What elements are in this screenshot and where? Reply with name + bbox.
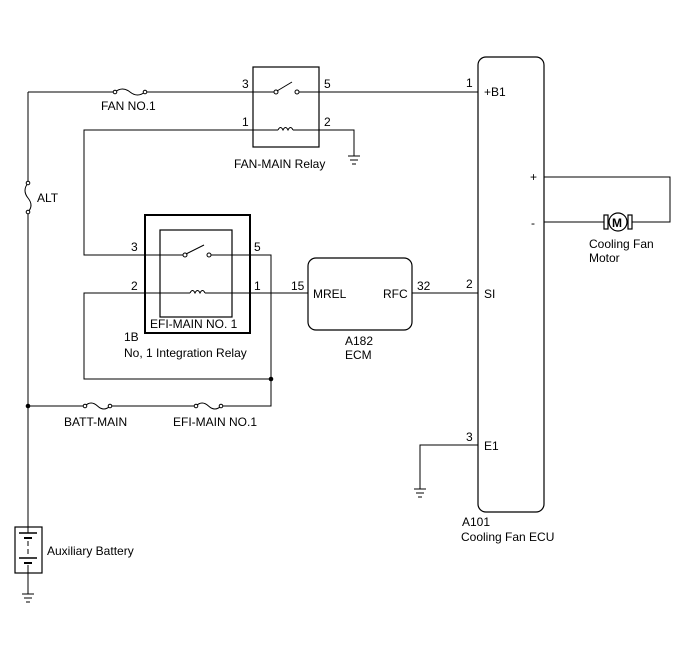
ecu-terminal-b1: +B1 (484, 85, 506, 99)
ecm-pin-rfc: 32 (417, 279, 431, 293)
ecm-connector: A182 (345, 334, 373, 348)
ecm-pin-mrel: 15 (291, 279, 305, 293)
ecu-pin-e1: 3 (466, 430, 473, 444)
integration-relay-pin-3: 3 (131, 240, 138, 254)
junction-dot (268, 376, 274, 382)
ecm-label: ECM (345, 348, 372, 362)
ground-icon (348, 155, 360, 165)
ecu-terminal-minus: - (531, 216, 535, 230)
ground-icon (414, 488, 426, 498)
fuse-batt-main-label: BATT-MAIN (64, 415, 127, 429)
fan-main-relay-pin-3: 3 (242, 77, 249, 91)
fuse-fan-no1: FAN NO.1 (101, 88, 156, 113)
ecm-terminal-mrel: MREL (313, 287, 347, 301)
fuse-batt-main: BATT-MAIN (64, 402, 127, 429)
ecu-connector: A101 (462, 515, 490, 529)
ecu-terminal-e1: E1 (484, 439, 499, 453)
auxiliary-battery: Auxiliary Battery (14, 526, 134, 574)
integration-relay-connector: 1B (124, 330, 139, 344)
fuse-fan-no1-label: FAN NO.1 (101, 99, 156, 113)
ecu-pin-b1: 1 (466, 76, 473, 90)
cooling-fan-ecu: +B1 SI E1 + - 1 2 3 A101 Cooling Fan ECU (461, 56, 554, 544)
fan-main-relay-label: FAN-MAIN Relay (234, 157, 325, 171)
cooling-fan-motor: M Cooling Fan Motor (589, 212, 654, 265)
motor-symbol: M (612, 216, 622, 230)
ground-icon (22, 593, 34, 603)
junction-dot (25, 403, 31, 409)
fan-main-relay-pin-2: 2 (324, 115, 331, 129)
fan-main-relay-pin-5: 5 (324, 77, 331, 91)
ecm-terminal-rfc: RFC (383, 287, 408, 301)
battery-label: Auxiliary Battery (47, 544, 134, 558)
fuse-alt: ALT (24, 180, 59, 215)
integration-relay-pin-5: 5 (254, 240, 261, 254)
fan-main-relay-pin-1: 1 (242, 115, 249, 129)
wires (27, 91, 671, 594)
fuse-efi-main-no1-label: EFI-MAIN NO.1 (173, 415, 257, 429)
ecu-terminal-si: SI (484, 287, 495, 301)
fan-main-relay: 3 5 1 2 FAN-MAIN Relay (234, 66, 331, 171)
integration-relay-inner-label: EFI-MAIN NO. 1 (150, 317, 238, 331)
integration-relay-label: No, 1 Integration Relay (124, 346, 247, 360)
integration-relay-pin-1: 1 (254, 279, 261, 293)
ecm-unit: MREL RFC 15 32 A182 ECM (291, 257, 431, 362)
fuse-efi-main-no1: EFI-MAIN NO.1 (173, 402, 257, 429)
ecu-terminal-plus: + (530, 170, 537, 184)
integration-relay-pin-2: 2 (131, 279, 138, 293)
integration-relay: EFI-MAIN NO. 1 3 5 2 1 1B No, 1 Integrat… (124, 214, 261, 360)
motor-label-line1: Cooling Fan (589, 237, 654, 251)
ecu-label: Cooling Fan ECU (461, 530, 554, 544)
ecu-pin-si: 2 (466, 277, 473, 291)
fuse-alt-label: ALT (37, 191, 59, 205)
motor-label-line2: Motor (589, 251, 620, 265)
